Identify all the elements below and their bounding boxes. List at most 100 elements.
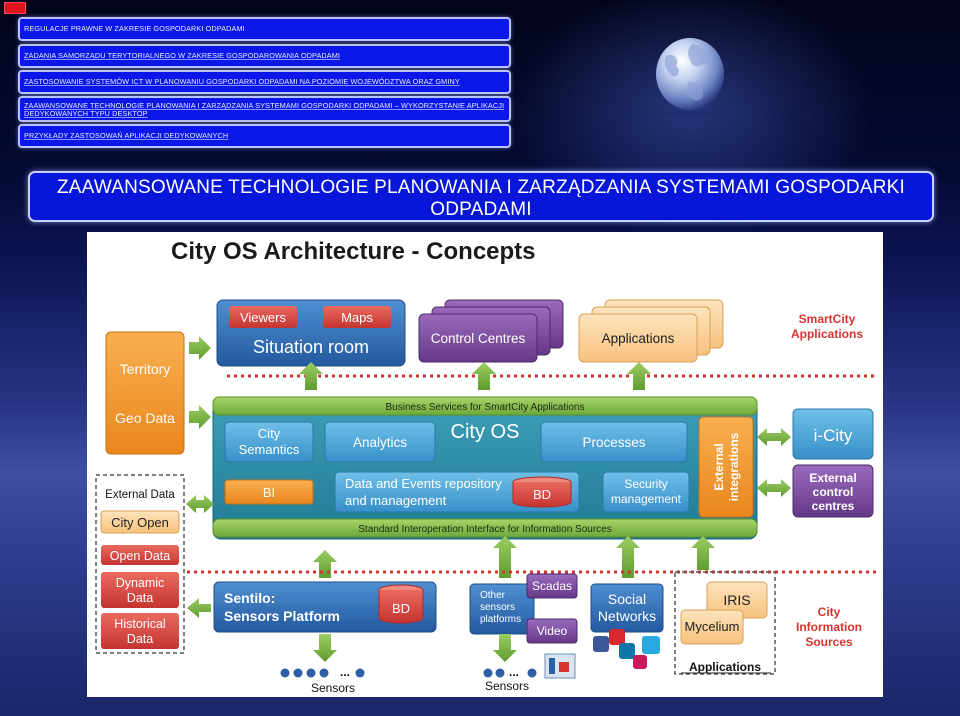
arrow-down-sensors-2 [493,634,517,662]
historical-data-label-1: Historical [114,617,165,631]
nav-link-przyklady[interactable]: PRZYKŁADY ZASTOSOWAŃ APLIKACJI DEDYKOWAN… [18,124,511,148]
business-services-label: Business Services for SmartCity Applicat… [386,402,585,413]
security-management-box [602,471,690,513]
arrow-left-sentilo [187,598,211,618]
applications-box [578,313,698,363]
sensor-dot [483,668,493,678]
territory-geo-data-box [105,331,185,455]
diagram-heading: City OS Architecture - Concepts [171,238,536,265]
open-data-label: Open Data [110,549,171,563]
maps-box [323,306,391,328]
nav-link-label: ZAAWANSOWANE TECHNOLOGIE PLANOWANIA I ZA… [24,101,505,118]
arrow-both-external-data [186,495,214,513]
bd-label: BD [533,487,551,502]
arrow-up-other-sensors [493,536,517,578]
sensor-dot [293,668,303,678]
geo-data-label: Geo Data [115,410,175,426]
social-label-2: Networks [598,608,656,624]
arrow-both-external-control [757,479,791,497]
analytics-label: Analytics [353,435,407,450]
city-open-label: City Open [111,515,169,530]
sensor-dot [355,668,365,678]
icity-label: i-City [814,426,853,445]
sensor-dot [306,668,316,678]
processes-box [540,421,688,463]
arrow-up-social [616,536,640,578]
arrow-down-sensors-1 [313,634,337,662]
social-label-1: Social [608,591,646,607]
data-events-label-1: Data and Events repository [345,476,502,491]
mycelium-box [680,609,744,645]
external-integrations-label-1: External [712,443,726,490]
nav-link-regulacje[interactable]: REGULACJE PRAWNE W ZAKRESIE GOSPODARKI O… [18,17,511,41]
nav-link-technologie[interactable]: ZAAWANSOWANE TECHNOLOGIE PLANOWANIA I ZA… [18,96,511,122]
applications-label: Applications [602,331,675,346]
industrial-plant-tank [559,662,569,672]
security-label-1: Security [624,477,667,491]
situation-room-label: Situation room [253,337,369,357]
nav-link-label: ZADANIA SAMORZĄDU TERYTORIALNEGO W ZAKRE… [24,51,341,60]
applications-small-label: Applications [689,660,761,674]
other-sensors-label-1: Other [480,590,506,601]
slide-marker[interactable] [4,2,26,14]
maps-label: Maps [341,310,373,325]
bi-box [224,479,314,505]
control-centres-box [418,313,538,363]
sentilo-label-2: Sensors Platform [224,608,340,624]
dynamic-data-label-1: Dynamic [116,576,165,590]
nav-link-zadania[interactable]: ZADANIA SAMORZĄDU TERYTORIALNEGO W ZAKRE… [18,44,511,68]
slide-title: ZAAWANSOWANE TECHNOLOGIE PLANOWANIA I ZA… [28,171,934,222]
dynamic-data-box [101,572,179,608]
territory-label: Territory [120,361,171,377]
city-semantics-box [224,421,314,463]
industrial-plant-tower [549,658,555,674]
open-data-box [101,545,179,565]
sensors-label-2: Sensors [485,679,529,693]
linkedin-icon [619,643,635,659]
sentilo-bd-label: BD [392,601,410,616]
city-os-label: City OS [451,421,520,443]
city-os-core-box [212,396,758,540]
city-info-label-3: Sources [805,635,853,649]
bi-label: BI [263,485,275,500]
city-information-applications-group [674,571,776,675]
city-semantics-label-2: Semantics [239,442,300,457]
sensor-dot [527,668,537,678]
smartcity-applications-label-1: SmartCity [799,312,856,326]
arrow-right-geo [189,405,211,429]
sentilo-label-1: Sentilo: [224,590,275,606]
external-control-centres-box [792,464,874,518]
diagram-canvas: City OS Architecture - Concepts Viewers … [95,238,877,695]
sentilo-bd-cylinder [378,590,424,624]
city-semantics-label-1: City [258,426,281,441]
arrow-right-territory [189,336,211,360]
external-control-label-3: centres [812,499,855,513]
video-label: Video [537,624,568,638]
city-info-label-1: City [818,605,841,619]
city-os-architecture-diagram: City OS Architecture - Concepts Viewers … [87,232,883,697]
external-integrations-label-2: integrations [727,432,741,501]
nav-link-ict[interactable]: ZASTOSOWANIE SYSTEMÓW ICT W PLANOWANIU G… [18,70,511,94]
nav-link-label: ZASTOSOWANIE SYSTEMÓW ICT W PLANOWANIU G… [24,77,460,86]
scadas-label: Scadas [532,579,572,593]
mycelium-label: Mycelium [685,619,740,634]
nav-link-label: PRZYKŁADY ZASTOSOWAŃ APLIKACJI DEDYKOWAN… [24,131,229,140]
data-events-label-2: and management [345,493,447,508]
twitter-icon [642,636,660,654]
standard-interface-bar [212,518,758,538]
smartcity-applications-label-2: Applications [791,327,863,341]
security-label-2: management [611,492,682,506]
city-info-label-2: Information [796,620,862,634]
historical-data-label-2: Data [127,632,153,646]
arrow-up-sentilo [313,550,337,578]
icity-box [792,408,874,460]
arrow-up-control [472,362,496,390]
control-centres-label: Control Centres [431,331,526,346]
flickr-icon [633,655,647,669]
sensors-label-1: Sensors [311,681,355,695]
arrow-both-icity [757,428,791,446]
arrow-up-applications [627,362,651,390]
historical-data-box [101,613,179,649]
scadas-box [526,573,578,599]
sensors-ellipsis-2: ... [509,665,519,679]
